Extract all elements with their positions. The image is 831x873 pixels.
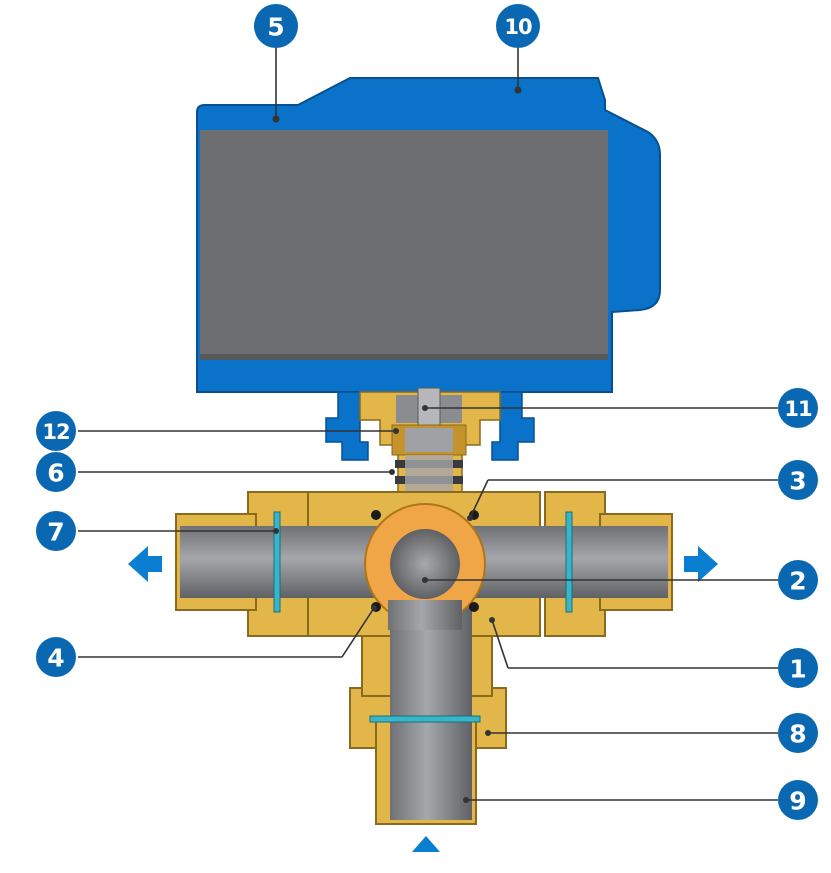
callout-badge-11: 11 (778, 388, 818, 428)
inlet-bottom-arrow (412, 836, 440, 852)
callout-badge-3: 3 (778, 460, 818, 500)
callout-badge-10: 10 (496, 4, 540, 48)
leader-dots (272, 86, 522, 803)
ball-element (364, 503, 486, 630)
callout-label-3: 3 (789, 467, 806, 496)
stem-neck (359, 387, 501, 501)
outlet-left-arrow (128, 546, 162, 582)
outlet-right-arrow (684, 546, 718, 582)
callout-label-10: 10 (504, 15, 532, 39)
callout-label-2: 2 (789, 567, 806, 596)
flow-passages (180, 511, 668, 820)
callout-label-9: 9 (789, 787, 806, 816)
callout-badge-4: 4 (36, 637, 76, 677)
callout-label-1: 1 (789, 655, 806, 684)
callout-label-7: 7 (47, 518, 64, 547)
callout-badge-5: 5 (254, 4, 298, 48)
actuator-housing (196, 77, 661, 393)
callout-label-11: 11 (784, 397, 812, 421)
callout-badge-12: 12 (36, 411, 76, 451)
right-seal (565, 511, 573, 613)
left-seal (273, 511, 281, 613)
callout-badge-6: 6 (36, 452, 76, 492)
callout-label-5: 5 (267, 13, 284, 42)
callout-badge-9: 9 (778, 780, 818, 820)
bottom-seal (369, 715, 481, 723)
motor-body (200, 130, 608, 358)
leader-lines (78, 48, 778, 801)
callout-badge-2: 2 (778, 560, 818, 600)
callout-label-6: 6 (47, 459, 64, 488)
callout-badge-8: 8 (778, 713, 818, 753)
callout-label-4: 4 (47, 644, 64, 673)
callout-label-12: 12 (42, 420, 69, 444)
callout-label-8: 8 (789, 720, 806, 749)
callout-badge-7: 7 (36, 511, 76, 551)
callout-badge-1: 1 (778, 648, 818, 688)
